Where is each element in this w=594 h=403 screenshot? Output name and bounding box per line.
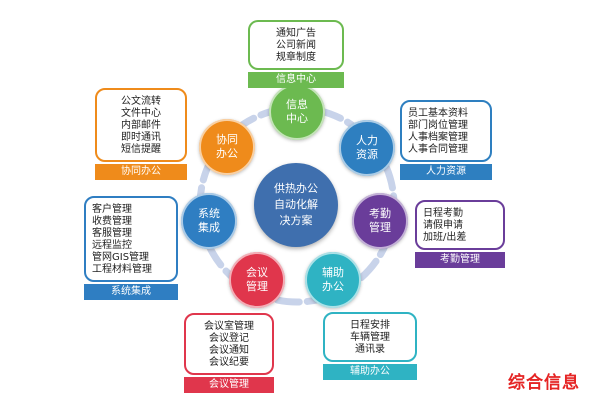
box-attendance: 日程考勤请假申请加班/出差 考勤管理 — [415, 200, 505, 268]
box-items: 日程安排车辆管理通讯录 — [323, 312, 417, 362]
box-items: 通知广告公司新闻规章制度 — [248, 20, 344, 70]
box-system-integration: 客户管理收费管理客服管理远程监控管网GIS管理工程材料管理 系统集成 — [84, 196, 178, 300]
box-label: 系统集成 — [84, 284, 178, 300]
brand-watermark: 综合信息 — [508, 373, 580, 393]
box-item: 即时通讯 — [121, 132, 161, 143]
center-hub: 供热办公 自动化解 决方案 — [254, 163, 338, 247]
box-item: 会议登记 — [209, 333, 249, 344]
box-item: 收费管理 — [92, 216, 132, 227]
box-item: 日程考勤 — [423, 208, 463, 219]
box-items: 客户管理收费管理客服管理远程监控管网GIS管理工程材料管理 — [84, 196, 178, 282]
box-item: 客户管理 — [92, 204, 132, 215]
box-label: 人力资源 — [400, 164, 492, 180]
box-item: 日程安排 — [350, 320, 390, 331]
box-item: 公司新闻 — [276, 40, 316, 51]
box-item: 会议纪要 — [209, 357, 249, 368]
box-item: 短信提醒 — [121, 144, 161, 155]
box-item: 会议通知 — [209, 345, 249, 356]
box-item: 客服管理 — [92, 228, 132, 239]
box-item: 员工基本资料 — [408, 108, 468, 119]
box-item: 人事档案管理 — [408, 132, 468, 143]
box-item: 人事合同管理 — [408, 144, 468, 155]
node-assist-office[interactable]: 辅助 办公 — [305, 252, 361, 308]
box-items: 公文流转文件中心内部邮件即时通讯短信提醒 — [95, 88, 187, 162]
box-item: 管网GIS管理 — [92, 252, 150, 263]
box-items: 员工基本资料部门岗位管理人事档案管理人事合同管理 — [400, 100, 492, 162]
box-label: 考勤管理 — [415, 252, 505, 268]
box-item: 公文流转 — [121, 96, 161, 107]
box-item: 加班/出差 — [423, 232, 467, 243]
node-system-integration[interactable]: 系统 集成 — [181, 193, 237, 249]
box-items: 日程考勤请假申请加班/出差 — [415, 200, 505, 250]
box-item: 会议室管理 — [204, 321, 254, 332]
box-item: 通知广告 — [276, 28, 316, 39]
box-item: 通讯录 — [355, 344, 385, 355]
box-item: 请假申请 — [423, 220, 463, 231]
box-collaboration: 公文流转文件中心内部邮件即时通讯短信提醒 协同办公 — [95, 88, 187, 180]
box-item: 规章制度 — [276, 52, 316, 63]
box-meeting: 会议室管理会议登记会议通知会议纪要 会议管理 — [184, 313, 274, 393]
box-item: 工程材料管理 — [92, 264, 152, 275]
box-assist-office: 日程安排车辆管理通讯录 辅助办公 — [323, 312, 417, 380]
box-item: 远程监控 — [92, 240, 132, 251]
node-attendance[interactable]: 考勤 管理 — [352, 193, 408, 249]
box-label: 信息中心 — [248, 72, 344, 88]
box-label: 协同办公 — [95, 164, 187, 180]
box-item: 车辆管理 — [350, 332, 390, 343]
box-items: 会议室管理会议登记会议通知会议纪要 — [184, 313, 274, 375]
box-info-center: 通知广告公司新闻规章制度 信息中心 — [248, 20, 344, 88]
node-human-resources[interactable]: 人力 资源 — [339, 120, 395, 176]
box-item: 部门岗位管理 — [408, 120, 468, 131]
box-label: 会议管理 — [184, 377, 274, 393]
node-meeting[interactable]: 会议 管理 — [229, 252, 285, 308]
box-human-resources: 员工基本资料部门岗位管理人事档案管理人事合同管理 人力资源 — [400, 100, 492, 180]
box-label: 辅助办公 — [323, 364, 417, 380]
box-item: 文件中心 — [121, 108, 161, 119]
node-info-center[interactable]: 信息 中心 — [269, 84, 325, 140]
node-collaboration[interactable]: 协同 办公 — [199, 119, 255, 175]
box-item: 内部邮件 — [121, 120, 161, 131]
